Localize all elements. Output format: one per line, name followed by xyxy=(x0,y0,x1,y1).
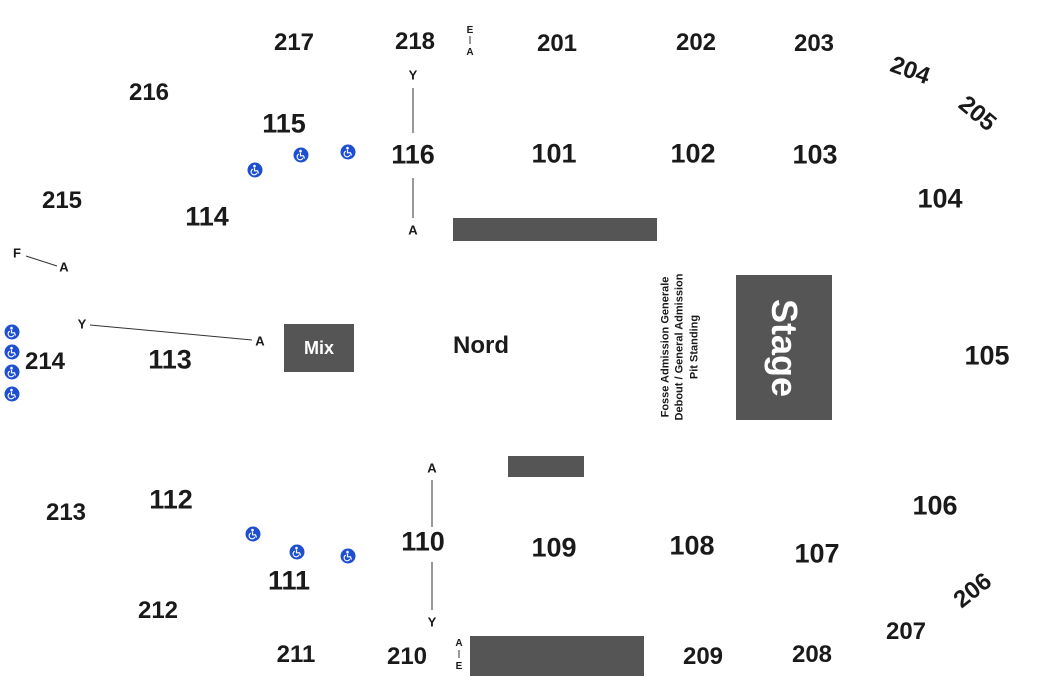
section-214[interactable]: 214 xyxy=(24,348,66,375)
wheelchair-icon xyxy=(4,386,20,402)
stage: Stage xyxy=(736,275,832,420)
row-label-110-top: A xyxy=(427,460,437,476)
wheelchair-icon xyxy=(340,144,356,160)
section-115[interactable]: 115 xyxy=(262,108,306,139)
row-label-210-top: A xyxy=(455,638,463,649)
stage-label: Stage xyxy=(764,298,806,397)
row-label-113-left: Y xyxy=(77,316,87,332)
floor-section-nord[interactable]: Nord xyxy=(453,332,509,359)
section-104[interactable]: 104 xyxy=(917,183,963,214)
floor-barrier-top xyxy=(453,218,657,241)
section-216[interactable]: 216 xyxy=(128,79,170,106)
section-212[interactable]: 212 xyxy=(137,597,179,624)
section-209[interactable]: 209 xyxy=(682,643,724,670)
section-201[interactable]: 201 xyxy=(536,30,578,57)
section-208[interactable]: 208 xyxy=(791,641,833,668)
section-114[interactable]: 114 xyxy=(185,201,229,232)
section-109[interactable]: 109 xyxy=(531,532,577,563)
row-label-210-bottom: E xyxy=(455,661,463,672)
section-111[interactable]: 111 xyxy=(267,565,311,596)
section-108[interactable]: 108 xyxy=(669,530,715,561)
section-112[interactable]: 112 xyxy=(149,484,193,515)
pit-standing-label[interactable]: Fosse Admission Generale Debout / Genera… xyxy=(659,274,702,421)
row-label-110-bottom: Y xyxy=(427,614,437,630)
pit-line-2: Debout / General Admission xyxy=(673,273,686,421)
section-116[interactable]: 116 xyxy=(391,139,435,170)
section-202[interactable]: 202 xyxy=(675,29,717,56)
wheelchair-icon xyxy=(289,544,305,560)
mix-position: Mix xyxy=(284,324,354,372)
row-label-215-right: A xyxy=(59,259,69,275)
pit-line-3: Pit Standing xyxy=(688,314,701,380)
wheelchair-icon xyxy=(293,147,309,163)
wheelchair-icon xyxy=(245,526,261,542)
wheelchair-icon xyxy=(4,344,20,360)
section-113[interactable]: 113 xyxy=(148,344,192,375)
section-106[interactable]: 106 xyxy=(912,490,958,521)
floor-barrier-bottom xyxy=(508,456,584,477)
row-label-218-bottom: A xyxy=(466,47,474,58)
section-105[interactable]: 105 xyxy=(964,340,1010,371)
lower-bar-bottom xyxy=(470,636,644,676)
row-label-215-left: F xyxy=(13,245,21,261)
row-label-113-right: A xyxy=(255,333,265,349)
section-101[interactable]: 101 xyxy=(531,138,577,169)
wheelchair-icon xyxy=(340,548,356,564)
wheelchair-icon xyxy=(4,364,20,380)
section-213[interactable]: 213 xyxy=(45,499,87,526)
row-label-116-top: Y xyxy=(408,67,418,83)
section-103[interactable]: 103 xyxy=(792,139,838,170)
section-203[interactable]: 203 xyxy=(793,30,835,57)
section-215[interactable]: 215 xyxy=(41,187,83,214)
section-217[interactable]: 217 xyxy=(273,29,315,56)
section-210[interactable]: 210 xyxy=(386,643,428,670)
section-207[interactable]: 207 xyxy=(885,618,927,645)
pit-line-1: Fosse Admission Generale xyxy=(659,276,672,418)
section-211[interactable]: 211 xyxy=(276,641,316,668)
wheelchair-icon xyxy=(247,162,263,178)
section-110[interactable]: 110 xyxy=(401,526,445,557)
section-102[interactable]: 102 xyxy=(670,138,716,169)
wheelchair-icon xyxy=(4,324,20,340)
row-label-218-top: E xyxy=(466,25,474,36)
section-218[interactable]: 218 xyxy=(394,28,436,55)
mix-label: Mix xyxy=(303,337,334,358)
row-label-116-bottom: A xyxy=(408,222,418,238)
section-107[interactable]: 107 xyxy=(794,538,840,569)
